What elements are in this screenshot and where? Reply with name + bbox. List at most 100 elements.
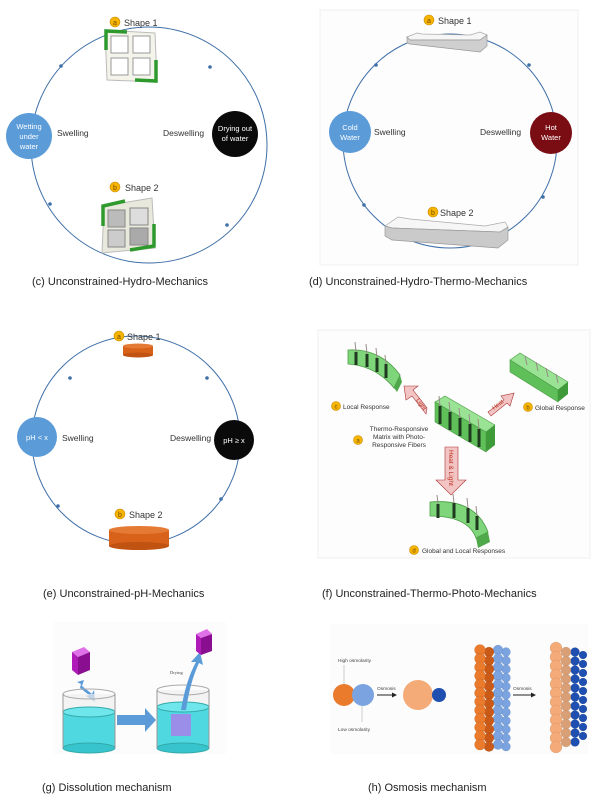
- panel-h-osmosis: High osmolarity Low osmolarity Osmosis O…: [300, 610, 600, 811]
- global-response-block: [509, 352, 569, 403]
- membrane-bead: [560, 655, 572, 667]
- shape1-dogbone: [406, 31, 488, 53]
- membrane-bead: [578, 704, 588, 714]
- membrane-bead: [570, 674, 580, 684]
- membrane-bead: [560, 727, 572, 739]
- drying-node-line2: of water: [222, 134, 249, 143]
- shape2-lattice: [101, 197, 156, 254]
- membrane-bead: [570, 710, 580, 720]
- membrane-bead: [578, 677, 588, 687]
- panel-f-thermo-photo-mechanics: Light Heat Heat & Light c Local Response…: [300, 320, 600, 610]
- solid-cube-2: [196, 629, 212, 655]
- panel-e-ph-mechanics: a Shape 1 b Shape 2 pH < x pH ≥ x Swelli…: [0, 320, 300, 610]
- shrunk-sphere: [432, 688, 446, 702]
- low-osmolarity-label: Low osmolarity: [338, 727, 371, 733]
- badge-b-letter: b: [118, 512, 122, 519]
- wetting-node-line1: Wetting: [16, 122, 41, 131]
- cycle-arrow-dot: [59, 64, 63, 68]
- panel-g-dissolution: Drying (g) Dissolution mechanism: [0, 610, 300, 811]
- cycle-arrow-dot: [208, 65, 212, 69]
- membrane-bead: [578, 695, 588, 705]
- membrane-after: [549, 641, 588, 754]
- ph-high-label: pH ≥ x: [223, 436, 245, 445]
- beaker-1: [62, 688, 116, 754]
- swollen-sphere: [403, 680, 433, 710]
- badge-a: [353, 435, 363, 445]
- badge-c-letter: c: [335, 405, 338, 411]
- membrane-bead: [560, 736, 572, 748]
- cycle-arrow-dot: [205, 376, 209, 380]
- membrane-before: [474, 644, 511, 752]
- panel-d-diagram: a Shape 1 b Shape 2 Cold Water Hot Water…: [319, 9, 579, 266]
- caption-c: (c) Unconstrained-Hydro-Mechanics: [32, 276, 209, 288]
- matrix-label-line3: Responsive Fibers: [372, 442, 427, 449]
- process-arrow: [117, 708, 156, 732]
- membrane-bead: [570, 728, 580, 738]
- swelling-label: Swelling: [57, 128, 89, 138]
- membrane-bead: [560, 646, 572, 658]
- membrane-bead: [570, 683, 580, 693]
- matrix-block: [434, 395, 496, 453]
- badge-b: [523, 402, 533, 412]
- shape1-label: Shape 1: [438, 16, 472, 26]
- caption-e: (e) Unconstrained-pH-Mechanics: [43, 588, 205, 600]
- membrane-bead: [578, 713, 588, 723]
- ph-low-node: [17, 417, 57, 457]
- membrane-bead: [578, 731, 588, 741]
- panel-c-diagram: a Shape 1 b Shape 2 Wetting under water …: [6, 16, 268, 264]
- cold-water-node: [329, 111, 371, 153]
- drying-arrow: [181, 652, 203, 710]
- hot-water-node: [530, 112, 572, 154]
- cycle-arrow-dot: [541, 195, 545, 199]
- badge-d: [409, 545, 419, 555]
- panel-c-hydro-mechanics: a Shape 1 b Shape 2 Wetting under water …: [0, 0, 300, 300]
- cycle-arrow-dot: [362, 203, 366, 207]
- membrane-bead: [570, 719, 580, 729]
- shape2-label: Shape 2: [125, 183, 159, 193]
- badge-b-letter: b: [113, 185, 117, 192]
- membrane-bead: [570, 647, 580, 657]
- membrane-bead: [570, 656, 580, 666]
- panel-f-diagram: Light Heat Heat & Light c Local Response…: [317, 329, 591, 559]
- shape1-label: Shape 1: [127, 332, 161, 342]
- badge-b-letter: b: [526, 406, 530, 412]
- badge-b: [427, 206, 439, 218]
- swelling-label: Swelling: [374, 127, 406, 137]
- membrane-bead: [492, 739, 504, 750]
- badge-a-letter: a: [113, 20, 117, 27]
- deswelling-label: Deswelling: [480, 127, 521, 137]
- heat-light-arrow-label: Heat & Light: [447, 450, 454, 486]
- swelling-label: Swelling: [62, 433, 94, 443]
- badge-a-letter: a: [356, 439, 360, 445]
- membrane-bead: [578, 659, 588, 669]
- membrane-bead: [560, 664, 572, 676]
- membrane-bead: [578, 722, 588, 732]
- osmosis-label-2: Osmosis: [513, 686, 532, 692]
- badge-b: [109, 181, 121, 193]
- panel-h-diagram: High osmolarity Low osmolarity Osmosis O…: [330, 624, 588, 754]
- badge-a: [113, 330, 125, 342]
- local-response-block: [347, 341, 402, 392]
- membrane-bead: [570, 665, 580, 675]
- membrane-bead: [560, 691, 572, 703]
- shape2-dogbone: [384, 216, 509, 249]
- panel-d-hydro-thermo-mechanics: a Shape 1 b Shape 2 Cold Water Hot Water…: [300, 0, 600, 300]
- cycle-arrow-dot: [374, 63, 378, 67]
- caption-d: (d) Unconstrained-Hydro-Thermo-Mechanics: [309, 276, 528, 288]
- membrane-bead: [560, 700, 572, 712]
- cold-water-line1: Cold: [342, 123, 357, 132]
- drying-label: Drying: [170, 670, 183, 675]
- cold-water-line2: Water: [340, 133, 360, 142]
- badge-b-letter: b: [431, 210, 435, 217]
- local-response-label: Local Response: [343, 404, 390, 411]
- badge-d-letter: d: [412, 549, 415, 555]
- wetting-node-line3: water: [19, 142, 39, 151]
- membrane-bead: [578, 650, 588, 660]
- membrane-bead: [560, 682, 572, 694]
- badge-b: [114, 508, 126, 520]
- shape2-label: Shape 2: [440, 208, 474, 218]
- panel-e-diagram: a Shape 1 b Shape 2 pH < x pH ≥ x Swelli…: [17, 330, 254, 550]
- dissolved-block: [171, 714, 191, 736]
- ph-high-node: [214, 420, 254, 460]
- low-osmolarity-sphere: [352, 684, 374, 706]
